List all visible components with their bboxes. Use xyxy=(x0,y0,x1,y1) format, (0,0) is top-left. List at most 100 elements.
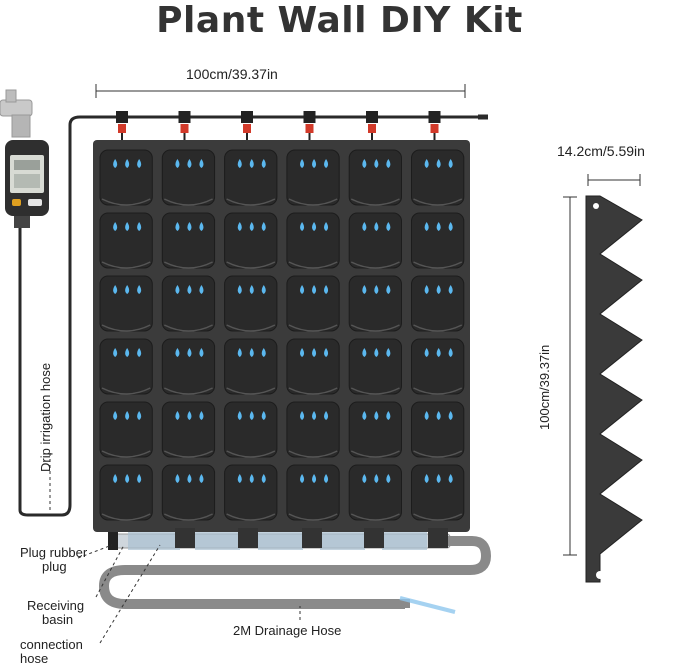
water-drop-icon xyxy=(261,348,266,357)
water-drop-icon xyxy=(113,411,118,420)
drip-valve-icon xyxy=(303,111,316,145)
water-flow xyxy=(399,596,456,614)
water-drop-icon xyxy=(261,474,266,483)
water-drop-icon xyxy=(187,222,192,231)
water-drop-icon xyxy=(187,411,192,420)
water-drop-icon xyxy=(199,411,204,420)
planter-pot xyxy=(348,338,403,395)
water-drop-icon xyxy=(125,285,130,294)
planter-pot xyxy=(161,338,216,395)
water-drop-icon xyxy=(448,222,453,231)
water-drop-icon xyxy=(199,474,204,483)
water-drop-icon xyxy=(448,348,453,357)
water-drop-icon xyxy=(374,411,379,420)
connection-label-line2: hose xyxy=(20,651,49,666)
water-drop-icon xyxy=(113,285,118,294)
side-profile xyxy=(563,174,643,583)
planter-pot xyxy=(411,464,465,521)
planter-pot xyxy=(224,212,278,269)
water-drop-icon xyxy=(436,411,441,420)
drainage-hose-label: 2M Drainage Hose xyxy=(233,623,342,638)
planter-pot xyxy=(286,149,340,206)
water-drop-icon xyxy=(324,222,329,231)
water-drop-icon xyxy=(362,411,367,420)
water-drop-icon xyxy=(125,222,130,231)
water-drop-icon xyxy=(448,285,453,294)
drip-valve-icon xyxy=(178,111,191,145)
width-label: 100cm/39.37in xyxy=(186,66,278,82)
planter-pot xyxy=(411,401,465,458)
planter-pot xyxy=(161,275,216,332)
water-drop-icon xyxy=(237,159,242,168)
planter-pot xyxy=(286,464,340,521)
water-drop-icon xyxy=(424,348,429,357)
water-drop-icon xyxy=(324,474,329,483)
water-drop-icon xyxy=(448,411,453,420)
water-drop-icon xyxy=(261,222,266,231)
water-drop-icon xyxy=(362,222,367,231)
water-drop-icon xyxy=(436,222,441,231)
water-drop-icon xyxy=(386,411,391,420)
panel-profile-shape xyxy=(585,195,643,583)
water-drop-icon xyxy=(386,348,391,357)
water-drop-icon xyxy=(300,411,305,420)
water-drop-icon xyxy=(436,348,441,357)
water-drop-icon xyxy=(362,348,367,357)
water-drop-icon xyxy=(362,285,367,294)
drip-valve-icon xyxy=(366,111,378,145)
planter-pot xyxy=(348,149,403,206)
water-drop-icon xyxy=(199,222,204,231)
water-drop-icon xyxy=(312,474,317,483)
water-drop-icon xyxy=(374,474,379,483)
planter-pot xyxy=(286,275,340,332)
water-drop-icon xyxy=(312,411,317,420)
planter-pot xyxy=(161,464,216,521)
water-drop-icon xyxy=(324,411,329,420)
planter-pot xyxy=(286,212,340,269)
drip-valve-icon xyxy=(241,111,253,145)
water-drop-icon xyxy=(237,474,242,483)
planter-pot xyxy=(411,338,465,395)
planter-pot xyxy=(161,401,216,458)
water-drop-icon xyxy=(261,159,266,168)
planter-pot xyxy=(224,338,278,395)
plug-label-line1: Plug rubber xyxy=(20,545,88,560)
water-drop-icon xyxy=(324,348,329,357)
drainage-hose xyxy=(98,536,492,609)
water-drop-icon xyxy=(386,474,391,483)
water-drop-icon xyxy=(237,348,242,357)
water-drop-icon xyxy=(249,159,254,168)
water-drop-icon xyxy=(113,159,118,168)
planter-pot xyxy=(161,149,216,206)
water-drop-icon xyxy=(125,348,130,357)
planter-pot xyxy=(99,212,153,269)
drip-hose-label: Drip irrigation hose xyxy=(38,362,53,472)
water-drop-icon xyxy=(424,285,429,294)
water-drop-icon xyxy=(249,348,254,357)
callout-lines xyxy=(49,453,301,644)
planter-pot xyxy=(99,338,153,395)
receiving-basin xyxy=(109,528,451,550)
water-drop-icon xyxy=(300,474,305,483)
water-drop-icon xyxy=(137,474,142,483)
water-drop-icon xyxy=(324,285,329,294)
planter-pot xyxy=(224,275,278,332)
water-drop-icon xyxy=(187,474,192,483)
page-title: Plant Wall DIY Kit xyxy=(156,0,523,41)
water-drop-icon xyxy=(300,159,305,168)
planter-pot xyxy=(99,275,153,332)
planter-pot xyxy=(224,464,278,521)
water-drop-icon xyxy=(261,285,266,294)
water-drop-icon xyxy=(237,222,242,231)
water-drop-icon xyxy=(312,222,317,231)
water-drop-icon xyxy=(113,474,118,483)
water-drop-icon xyxy=(312,159,317,168)
water-drop-icon xyxy=(374,222,379,231)
water-drop-icon xyxy=(237,411,242,420)
water-drop-icon xyxy=(374,159,379,168)
planter-pot xyxy=(411,149,465,206)
planter-pot xyxy=(348,275,403,332)
water-drop-icon xyxy=(249,285,254,294)
width-dimension-line xyxy=(95,84,466,98)
basin-label-line2: basin xyxy=(42,612,74,627)
